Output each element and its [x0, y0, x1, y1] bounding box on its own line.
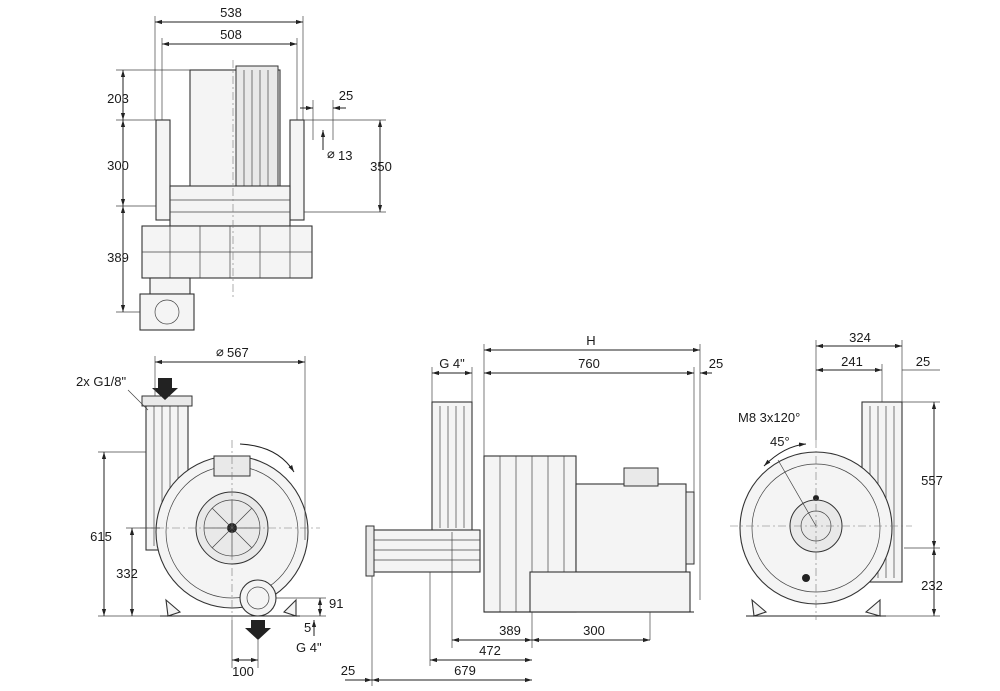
dim-203: 203 — [107, 91, 129, 106]
dim-232: 232 — [921, 578, 943, 593]
dim-inlet-thread: G 4" — [439, 356, 465, 371]
foot-right — [282, 598, 297, 617]
dim-outlet-thread: G 4" — [296, 640, 322, 655]
side-motor — [575, 483, 687, 573]
dim-thread: M8 3x120° — [738, 410, 800, 425]
dim-300-side: 300 — [583, 623, 605, 638]
adapter-flange — [169, 185, 291, 227]
outlet-neck — [149, 277, 191, 295]
outlet-arrow-icon — [245, 620, 271, 640]
outlet-port — [239, 579, 277, 617]
dim-13: 13 — [338, 148, 352, 163]
dim-H: H — [586, 333, 595, 348]
front-view: ⌀ 567 2x G1/8" 615 332 91 5 G 4" 100 — [76, 344, 343, 679]
left-bracket — [155, 119, 171, 221]
dim-ports: 2x G1/8" — [76, 374, 127, 389]
inlet-arrow-icon — [152, 378, 178, 400]
rotation-arrow — [239, 443, 295, 473]
dim-91: 91 — [329, 596, 343, 611]
dim-332: 332 — [116, 566, 138, 581]
dim-324: 324 — [849, 330, 871, 345]
dim-389: 389 — [107, 250, 129, 265]
terminal-box — [235, 65, 279, 189]
side-silencer — [431, 401, 473, 533]
top-view: 538 508 203 300 389 25 ⌀ 13 350 — [107, 5, 392, 331]
dim-25-rear: 25 — [916, 354, 930, 369]
dim-557: 557 — [921, 473, 943, 488]
dim-25-bottom: 25 — [341, 663, 355, 678]
dim-hole-diameter-symbol: ⌀ — [327, 146, 335, 161]
dim-679: 679 — [454, 663, 476, 678]
dim-350: 350 — [370, 159, 392, 174]
dim-241: 241 — [841, 354, 863, 369]
side-base — [529, 571, 691, 613]
dim-508: 508 — [220, 27, 242, 42]
dim-567: 567 — [227, 345, 249, 360]
side-terminal-box — [623, 467, 659, 487]
right-bracket — [289, 119, 305, 221]
dim-angle: 45° — [770, 434, 790, 449]
dim-300: 300 — [107, 158, 129, 173]
dim-100: 100 — [232, 664, 254, 679]
dim-389-side: 389 — [499, 623, 521, 638]
dim-615: 615 — [90, 529, 112, 544]
dim-760: 760 — [578, 356, 600, 371]
dim-538: 538 — [220, 5, 242, 20]
dim-diameter-symbol: ⌀ — [216, 344, 224, 359]
dim-472: 472 — [479, 643, 501, 658]
outlet-flange — [139, 293, 195, 331]
dim-25-top: 25 — [339, 88, 353, 103]
rear-view: 324 241 25 M8 3x120° 45° 557 232 — [730, 330, 943, 620]
dim-25-side: 25 — [709, 356, 723, 371]
inlet-silencer — [369, 529, 481, 573]
side-view: H 760 25 G 4" 389 300 472 679 25 — [341, 333, 723, 686]
foot-left — [165, 598, 182, 617]
dim-5: 5 — [304, 620, 311, 635]
